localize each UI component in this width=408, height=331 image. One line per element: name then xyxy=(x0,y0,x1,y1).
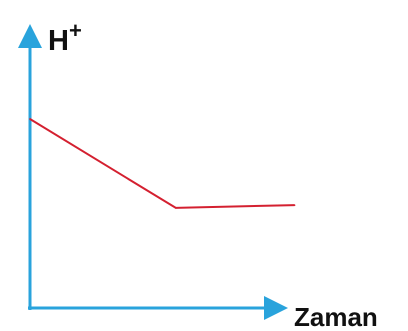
y-axis-title-main: H xyxy=(48,25,69,57)
y-axis-title: H+ xyxy=(48,18,82,57)
series-point xyxy=(175,207,177,209)
series-point xyxy=(29,118,31,120)
series-line xyxy=(29,118,295,209)
series-points xyxy=(29,118,296,209)
series-point xyxy=(293,204,296,206)
y-axis-arrow-icon xyxy=(18,24,42,48)
x-axis-title: Zaman xyxy=(294,302,378,331)
y-axis-title-superscript: + xyxy=(69,18,82,43)
x-axis-arrow-icon xyxy=(264,296,288,320)
